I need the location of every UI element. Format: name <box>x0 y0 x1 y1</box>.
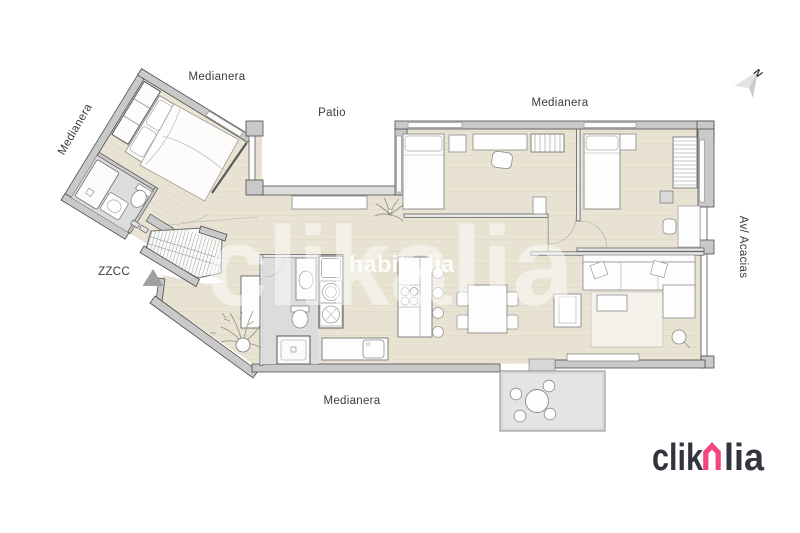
svg-text:habitadia: habitadia <box>349 251 454 277</box>
svg-text:Medianera: Medianera <box>188 71 245 83</box>
svg-text:lia: lia <box>724 437 765 479</box>
svg-text:Patio: Patio <box>318 107 346 119</box>
svg-text:Medianera: Medianera <box>323 395 380 407</box>
svg-text:Medianera: Medianera <box>531 97 588 109</box>
svg-text:clikalia: clikalia <box>206 204 575 329</box>
svg-text:clik: clik <box>652 437 704 479</box>
svg-text:Av/ Acacias: Av/ Acacias <box>737 216 749 279</box>
svg-text:ZZCC: ZZCC <box>98 266 130 278</box>
